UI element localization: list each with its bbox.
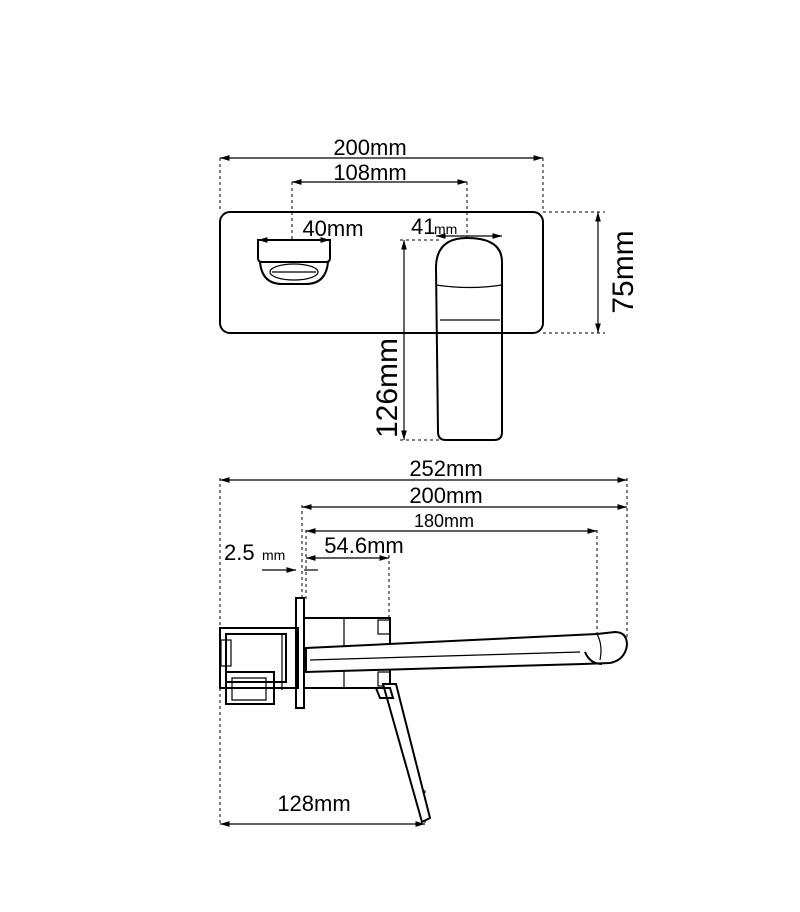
handle-width-unit: mm [434,221,457,237]
plate-height-label: 75mm [607,230,640,313]
spout-reach-label: 180mm [414,511,474,531]
lever-side [374,683,432,824]
handle-length-label: 126mm [371,338,404,438]
handle-width-value: 41 [411,214,435,239]
spout-outlet [257,239,331,285]
side-view: 252mm 200mm 180mm 2.5 mm 54.6mm 128mm [219,456,629,827]
spout-outlet-label: 40mm [302,216,363,241]
lever-offset-label: 54.6mm [324,533,403,558]
handle-top [434,236,503,441]
overall-length-label: 252mm [409,456,482,481]
plate-thickness-unit: mm [262,547,285,563]
spout-side [305,630,629,674]
top-view: 200mm 108mm 40mm 41 mm 75mm 126mm [219,135,640,441]
spout-length-label: 200mm [409,483,482,508]
wall-plate [219,211,544,334]
lever-depth-label: 128mm [277,791,350,816]
valve-body [219,627,299,705]
center-spacing-label: 108mm [333,160,406,185]
plate-thickness-value: 2.5 [224,540,255,565]
width-label: 200mm [333,135,406,160]
